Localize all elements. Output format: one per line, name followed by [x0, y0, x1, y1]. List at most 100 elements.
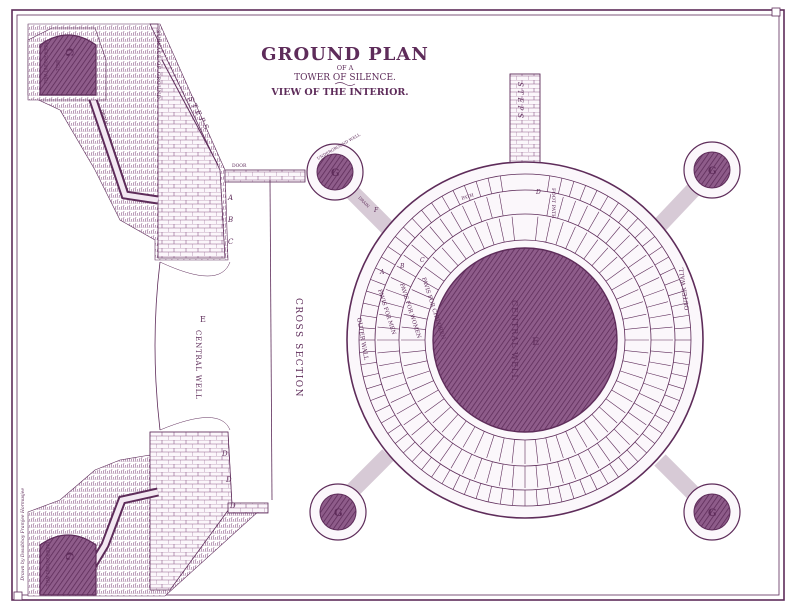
- pavis-divider: [649, 361, 671, 366]
- pavis-divider: [599, 469, 609, 484]
- pavis-divider: [441, 196, 451, 211]
- lower-brick-wall: [149, 431, 233, 591]
- pavis-divider: [359, 327, 376, 330]
- pavis-divider: [654, 256, 669, 266]
- pavis-divider: [626, 449, 639, 462]
- pavis-divider: [622, 360, 647, 367]
- lower-well-g: G: [63, 552, 74, 561]
- inner-border: [16, 14, 780, 596]
- plan-central-well-label: CENTRAL WELL: [510, 300, 519, 381]
- plan-steps-label: STEPS: [516, 82, 524, 121]
- pavis-divider: [381, 301, 404, 308]
- pavis-divider: [417, 389, 439, 403]
- plan-path-label: PATH: [461, 192, 475, 202]
- pavis-divider: [452, 475, 461, 490]
- lower-underground-well: G UNDERGROUND WELL: [39, 534, 97, 596]
- pavis-divider: [381, 256, 396, 266]
- pavis-divider: [611, 389, 633, 403]
- plan-letter-d: D: [535, 189, 541, 196]
- pavis-divider: [411, 218, 424, 231]
- pavis-divider: [546, 464, 551, 486]
- pavis-divider: [375, 404, 390, 413]
- pavis-divider: [605, 398, 626, 414]
- pavis-divider: [417, 277, 439, 291]
- pavis-divider: [429, 436, 445, 454]
- pavis-divider: [648, 424, 663, 434]
- pavis-divider: [587, 448, 600, 469]
- pavis-divider: [547, 488, 551, 505]
- cross-section-label: CROSS SECTION: [293, 298, 303, 398]
- pavis-divider: [648, 246, 663, 256]
- pavis-divider: [441, 469, 451, 484]
- section-well-letter: E: [200, 315, 206, 324]
- pavis-divider: [589, 475, 598, 490]
- pavis-divider: [363, 373, 379, 378]
- corner-mark-tr: [771, 7, 781, 17]
- upper-brick-wall: [149, 23, 226, 259]
- pavis-divider: [411, 244, 429, 260]
- pavis-divider: [439, 443, 453, 462]
- pavis-divider: [628, 254, 647, 268]
- pavis-divider: [583, 420, 599, 441]
- pavis-divider: [671, 373, 687, 378]
- pavis-divider: [618, 457, 629, 470]
- pavis-divider: [568, 181, 575, 197]
- pavis-divider: [366, 290, 382, 297]
- pavis-divider: [599, 256, 618, 274]
- pavis-divider: [474, 226, 485, 249]
- pavis-divider: [403, 254, 422, 268]
- pavis-divider: [597, 218, 611, 237]
- pavis-divider: [599, 406, 618, 424]
- lower-well-label: UNDERGROUND WELL: [45, 542, 50, 587]
- pavis-divider: [403, 412, 422, 426]
- lower-drain-inner: [87, 489, 159, 572]
- pavis-divider: [605, 266, 626, 282]
- central-well-right-wall: [269, 179, 273, 501]
- pavis-divider: [535, 216, 539, 241]
- pavis-divider: [420, 235, 437, 252]
- pavis-divider: [671, 302, 687, 307]
- pavis-divider: [395, 433, 408, 444]
- drawn-by-signature: Drawn by Dosabhoy Framjee Hormusjee: [20, 488, 26, 582]
- corner-well-sw: G: [309, 483, 367, 541]
- pavis-divider: [620, 370, 644, 379]
- pavis-divider: [475, 181, 482, 197]
- pavis-divider: [441, 414, 459, 433]
- well-nw-g: G: [331, 168, 340, 179]
- pavis-divider: [411, 420, 429, 436]
- pavis-divider: [643, 289, 665, 298]
- central-well-curve: [159, 261, 231, 277]
- pavis-divider: [450, 448, 463, 469]
- pavis-divider: [613, 428, 630, 445]
- plan-steps: [509, 73, 541, 167]
- pavis-divider: [634, 441, 647, 454]
- pavis-divider: [579, 185, 586, 201]
- pavis-divider: [474, 200, 483, 222]
- pavis-divider: [650, 350, 673, 354]
- pavis-divider: [486, 461, 493, 484]
- pavis-divider: [574, 232, 588, 254]
- pavis-divider: [546, 194, 551, 216]
- pavis-divider: [379, 314, 401, 319]
- pavis-divider: [359, 350, 376, 353]
- plan-letter-a: A: [379, 269, 385, 276]
- pavis-divider: [605, 436, 621, 454]
- title-view-interior: VIEW OF THE INTERIOR.: [270, 87, 408, 98]
- pavis-divider: [487, 486, 492, 502]
- pavis-divider: [668, 383, 684, 390]
- pavis-divider: [451, 239, 467, 260]
- pavis-divider: [464, 185, 471, 201]
- pavis-divider: [618, 210, 629, 223]
- section-letter-b: B: [227, 216, 233, 224]
- pavis-divider: [406, 370, 430, 379]
- section-door-label: DOOR: [232, 163, 247, 169]
- pavis-divider: [370, 279, 386, 286]
- well-ne-g: G: [708, 166, 717, 177]
- pavis-divider: [668, 290, 684, 297]
- pavis-divider: [499, 488, 503, 505]
- pavis-divider: [403, 226, 416, 239]
- lower-platform: [227, 502, 269, 514]
- pavis-divider: [462, 454, 473, 475]
- pavis-divider: [499, 175, 503, 192]
